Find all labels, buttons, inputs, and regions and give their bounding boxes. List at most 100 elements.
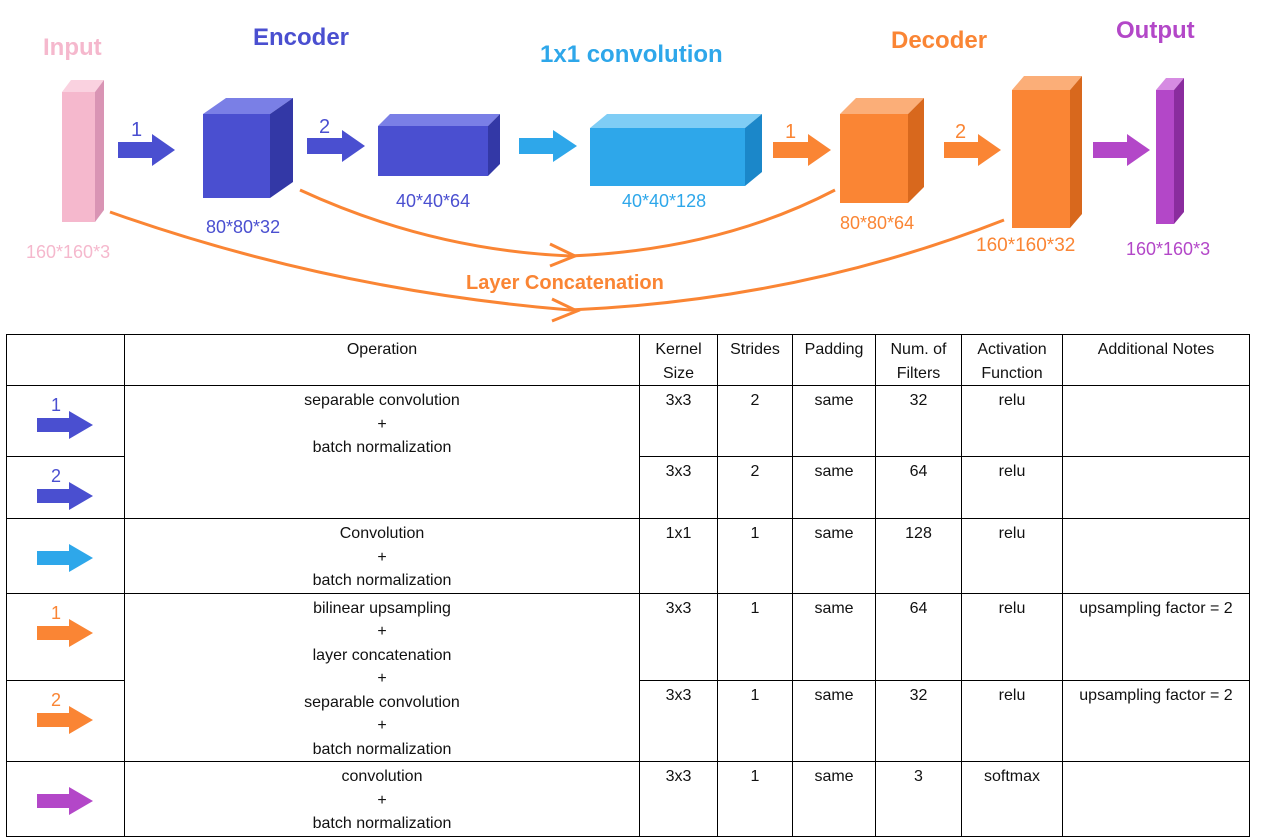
operation-line: + [377, 791, 387, 809]
blue-arrow-icon [37, 482, 93, 510]
skip-connection-arrowhead-1 [549, 242, 579, 268]
operation-line: convolution [341, 768, 423, 785]
operation-cell: convolution + batch normalization [124, 761, 640, 837]
row-arrow-number: 2 [51, 466, 62, 486]
decoder-block-2 [1012, 76, 1082, 228]
padding-cell: same [792, 679, 876, 763]
arrow-enc2-icon [307, 130, 365, 162]
kernel-cell: 3x3 [639, 385, 718, 457]
header-notes: Additional Notes [1062, 334, 1250, 386]
table-row: convolution + batch normalization 3x3 1 … [6, 761, 1250, 837]
kernel-cell: 3x3 [639, 679, 718, 763]
operation-cell: Convolution + batch normalization [124, 518, 640, 594]
kernel-cell: 3x3 [639, 761, 718, 837]
layer-concatenation-label: Layer Concatenation [466, 272, 664, 294]
kernel-cell: 1x1 [639, 518, 718, 594]
encoder-block-2 [378, 114, 500, 176]
activation-cell: relu [961, 518, 1063, 594]
orange-arrow-icon [37, 705, 93, 734]
skip-connection-arrowhead-2 [551, 297, 581, 323]
operation-line: + [377, 415, 387, 433]
input-block [62, 80, 104, 222]
table-row: 1 bilinear upsampling + layer concatenat… [6, 592, 1250, 762]
arrow-cell: 1 [6, 385, 125, 457]
dec1-dim: 80*80*64 [840, 213, 915, 233]
strides-cell: 1 [717, 518, 793, 594]
decoder-block-1 [840, 98, 924, 203]
operation-cell: bilinear upsampling + layer concatenatio… [124, 592, 640, 762]
filters-cell: 32 [875, 385, 962, 457]
arrow-dec1-icon [773, 134, 831, 166]
skip-connection-curve-1 [299, 188, 836, 258]
arrow-enc1-icon [118, 134, 175, 166]
kernel-cell: 3x3 [639, 592, 718, 681]
encoder-title: Encoder [253, 24, 350, 51]
arrow-cell [6, 518, 125, 594]
arrow-dec2-number: 2 [955, 121, 967, 143]
strides-cell: 2 [717, 456, 793, 519]
padding-cell: same [792, 385, 876, 457]
arrow-enc2-number: 2 [319, 116, 331, 138]
notes-cell: upsampling factor = 2 [1062, 679, 1250, 763]
arrow-conv-icon [519, 130, 577, 162]
header-padding: Padding [792, 334, 876, 386]
header-strides: Strides [717, 334, 793, 386]
arrow-cell: 2 [6, 679, 125, 763]
operation-line: batch normalization [312, 815, 452, 832]
conv1x1-block [590, 114, 762, 186]
output-dim: 160*160*3 [1126, 239, 1211, 259]
enc2-dim: 40*40*64 [396, 191, 471, 211]
row-arrow-number: 1 [51, 395, 62, 415]
header-kernel-size: Kernel Size [639, 334, 718, 386]
arrow-dec2-icon [944, 134, 1001, 166]
arrow-cell [6, 761, 125, 837]
notes-cell [1062, 518, 1250, 594]
padding-cell: same [792, 456, 876, 519]
table-row: 1 separable convolution + batch normaliz… [6, 385, 1250, 519]
activation-cell: relu [961, 679, 1063, 763]
activation-cell: relu [961, 385, 1063, 457]
row-arrow-number: 1 [51, 602, 62, 623]
filters-cell: 64 [875, 592, 962, 681]
dec2-dim: 160*160*32 [976, 235, 1076, 256]
output-block [1156, 78, 1184, 224]
operation-line: + [377, 623, 387, 640]
operation-line: batch normalization [312, 572, 452, 589]
input-dim: 160*160*3 [26, 242, 111, 262]
strides-cell: 2 [717, 385, 793, 457]
orange-arrow-icon [37, 618, 93, 647]
filters-cell: 3 [875, 761, 962, 837]
encoder-block-1 [203, 98, 293, 198]
purple-arrow-icon [37, 787, 93, 815]
operation-line: + [377, 717, 387, 734]
activation-cell: relu [961, 456, 1063, 519]
skip-connection-curve-2 [109, 210, 1005, 312]
blue-arrow-icon [37, 411, 93, 439]
table-row: 2 3x3 1 same 32 relu upsampling factor =… [6, 679, 1250, 763]
diagram-canvas [62, 76, 1184, 323]
notes-cell [1062, 456, 1250, 519]
header-activation: Activation Function [961, 334, 1063, 386]
output-title: Output [1116, 17, 1195, 44]
activation-cell: relu [961, 592, 1063, 681]
operation-cell: separable convolution + batch normalizat… [124, 385, 640, 519]
arrow-dec1-number: 1 [785, 121, 797, 143]
filters-cell: 128 [875, 518, 962, 594]
padding-cell: same [792, 761, 876, 837]
operation-line: layer concatenation [312, 646, 452, 664]
arrow-enc1-number: 1 [131, 119, 143, 141]
row-arrow-number: 2 [51, 689, 62, 710]
notes-cell [1062, 385, 1250, 457]
header-num-filters: Num. of Filters [875, 334, 962, 386]
operation-line: batch normalization [312, 439, 452, 456]
table-row: 2 3x3 2 same 64 relu [6, 456, 1250, 519]
arrow-cell: 2 [6, 456, 125, 519]
activation-cell: softmax [961, 761, 1063, 837]
padding-cell: same [792, 518, 876, 594]
operation-line: separable convolution [304, 693, 460, 711]
strides-cell: 1 [717, 592, 793, 681]
operation-line: batch normalization [312, 740, 452, 758]
operation-line: separable convolution [304, 392, 460, 409]
header-arrow [6, 334, 125, 386]
operation-line: Convolution [339, 525, 425, 542]
